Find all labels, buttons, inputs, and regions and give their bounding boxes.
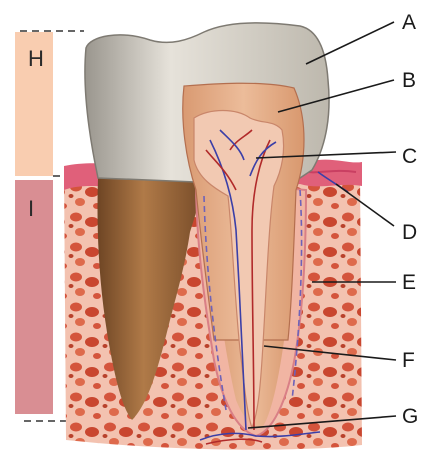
- label-a: A: [402, 12, 416, 33]
- label-c: C: [402, 146, 417, 167]
- crown-region-label: H: [28, 48, 44, 70]
- label-d: D: [402, 222, 417, 243]
- label-f: F: [402, 350, 415, 371]
- label-e: E: [402, 272, 416, 293]
- root-region-label: I: [28, 198, 34, 220]
- label-g: G: [402, 406, 418, 427]
- label-b: B: [402, 70, 416, 91]
